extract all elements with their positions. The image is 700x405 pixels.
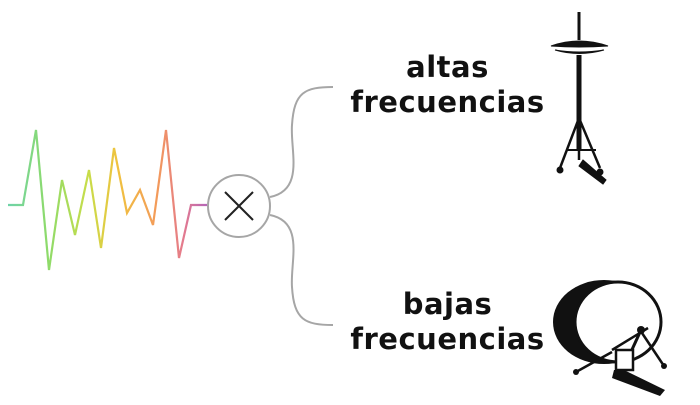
low-label-line1: bajas (402, 287, 493, 321)
branch-line-low (269, 214, 334, 326)
high-label-line2: frecuencias (350, 85, 545, 119)
low-frequencies-label: bajas frecuencias (345, 287, 550, 357)
audio-waveform (8, 129, 207, 271)
branch-line-high (269, 86, 334, 198)
bass-drum-icon (553, 280, 667, 396)
high-label-line1: altas (406, 50, 489, 84)
hi-hat-icon (550, 12, 609, 185)
cross-circle-icon (207, 174, 271, 238)
high-frequencies-label: altas frecuencias (345, 50, 550, 120)
low-label-line2: frecuencias (350, 322, 545, 356)
